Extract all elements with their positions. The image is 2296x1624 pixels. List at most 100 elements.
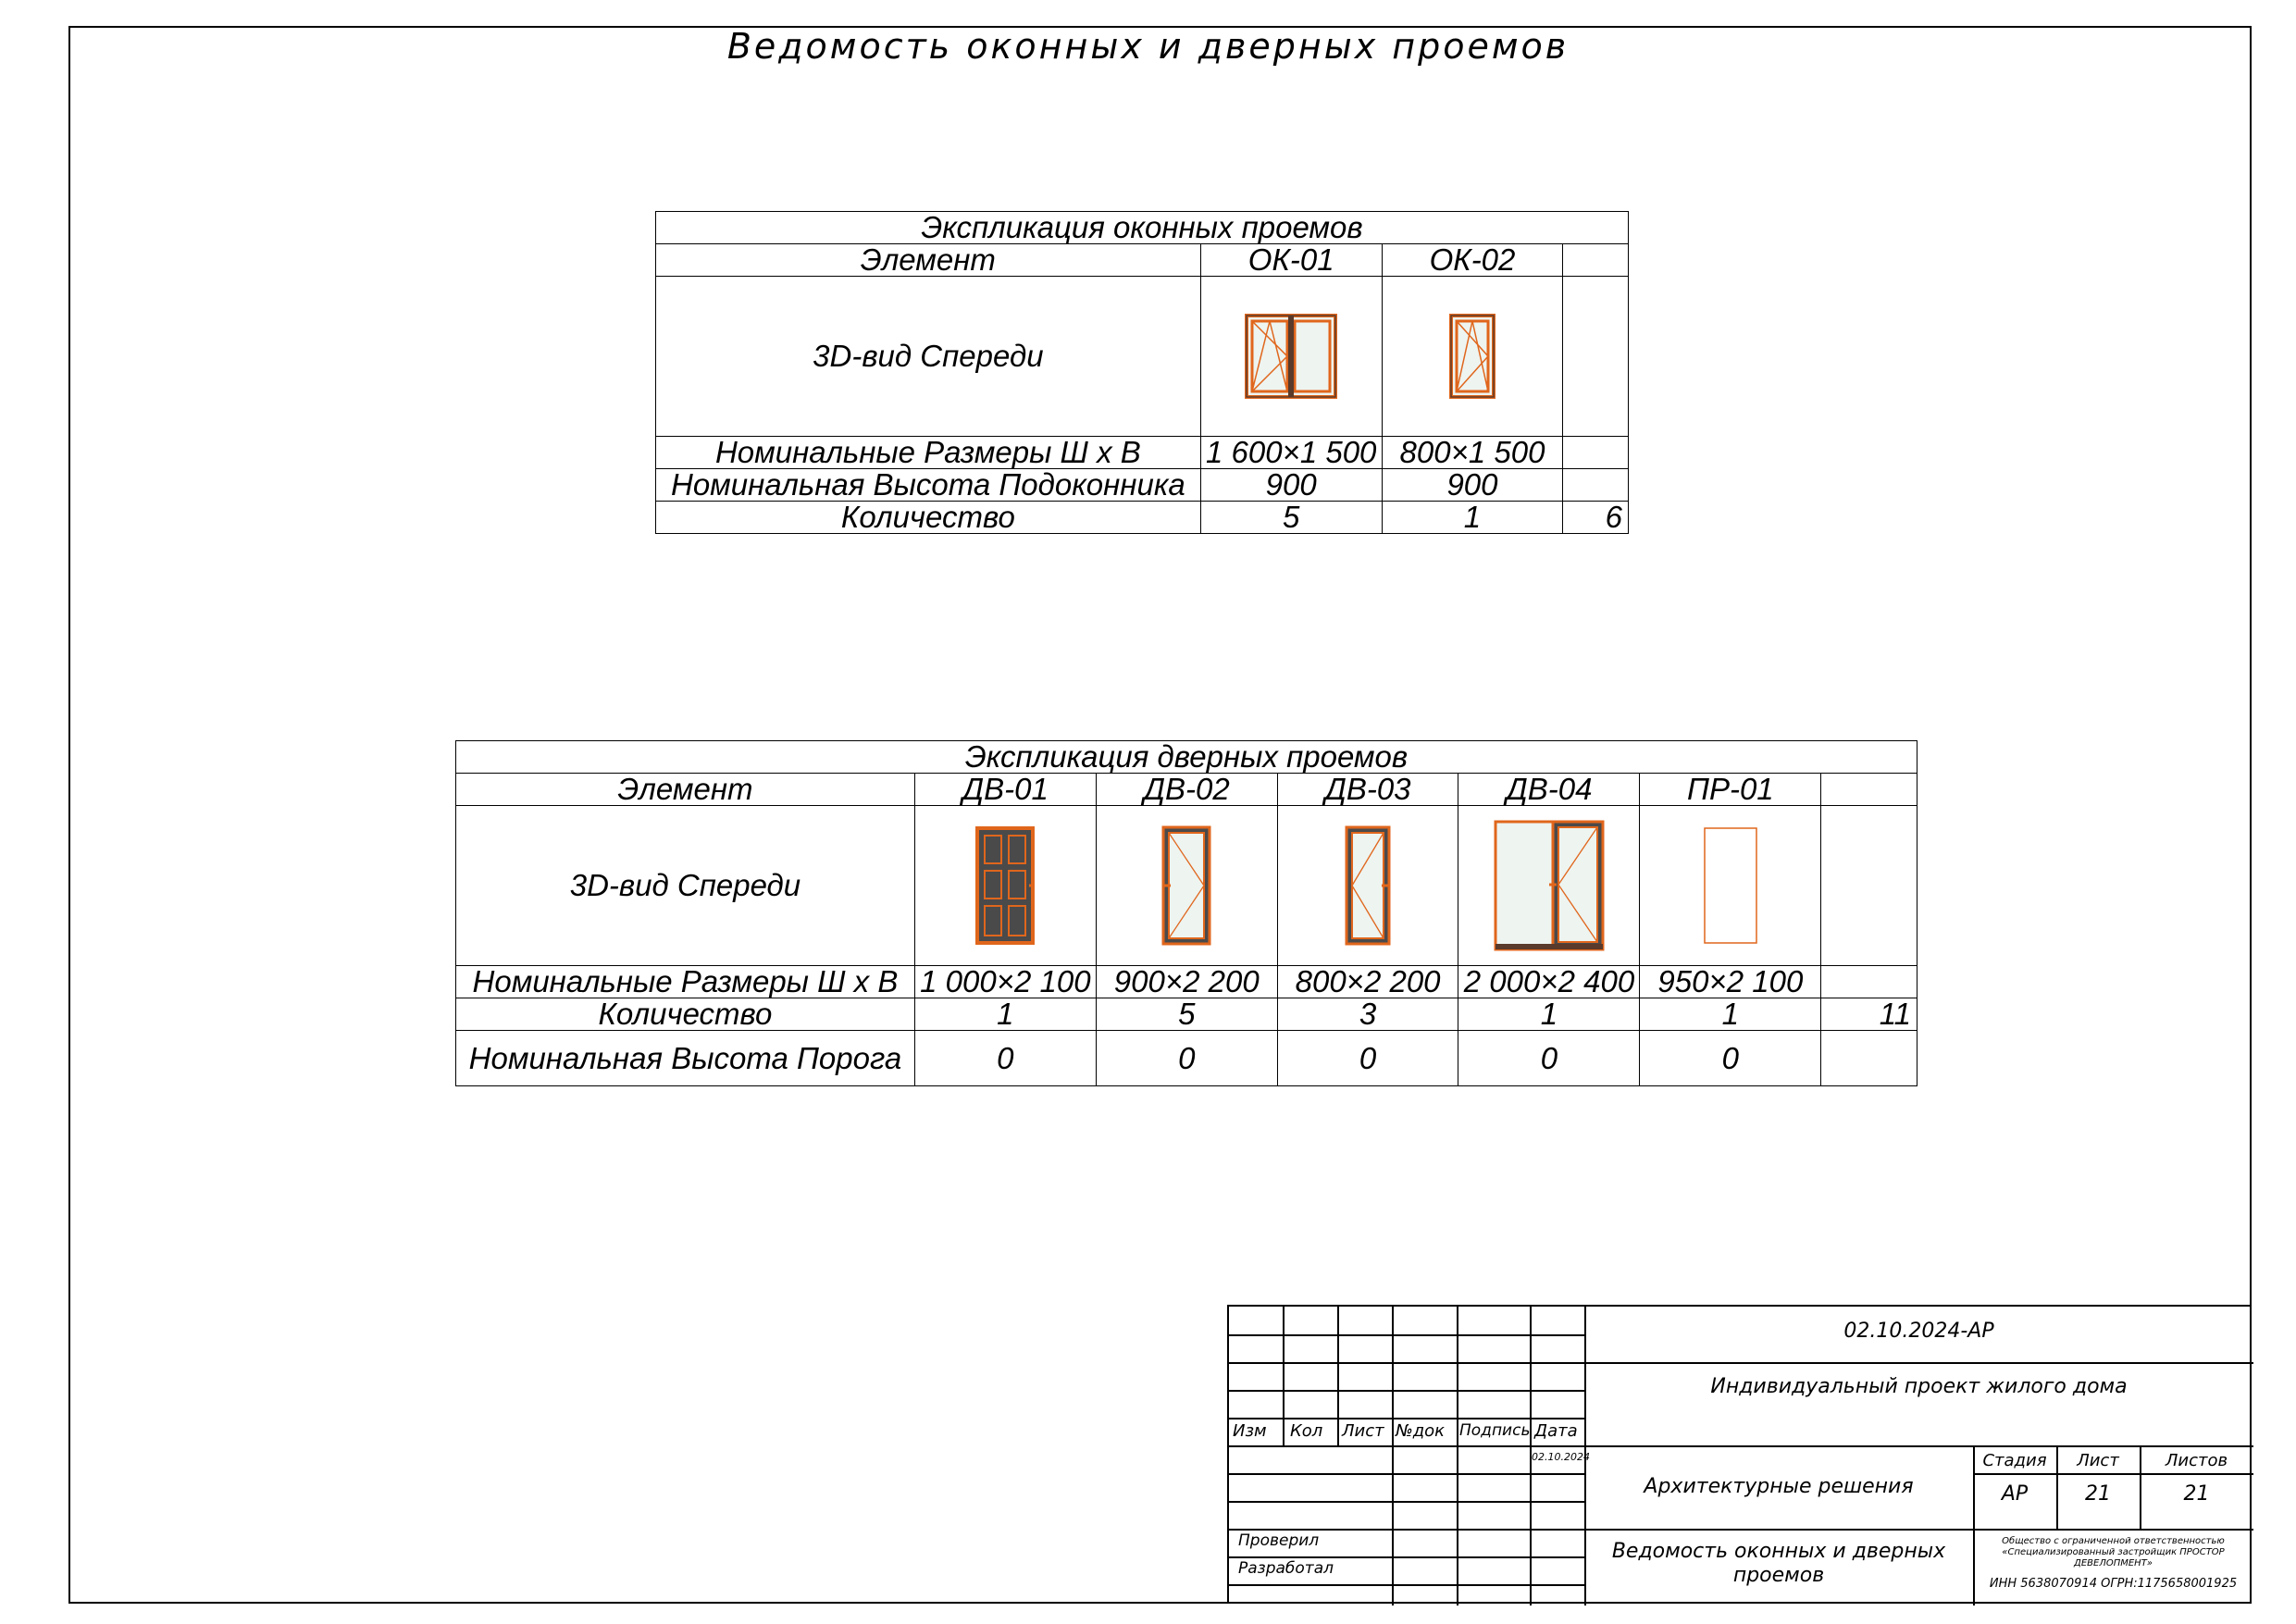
- empty-cell: [1562, 468, 1629, 502]
- row-label-size: Номинальные Размеры Ш х В: [655, 436, 1201, 469]
- grid-line: [1229, 1473, 1584, 1475]
- empty-cell: [1820, 805, 1917, 966]
- door-mark: ДВ-02: [1095, 773, 1278, 806]
- door-dv04-view: [1458, 805, 1641, 966]
- empty-cell: [1820, 965, 1917, 998]
- door-mark: ДВ-03: [1276, 773, 1459, 806]
- grid-line: [1229, 1445, 1584, 1447]
- grid-line: [1584, 1307, 1586, 1605]
- title-block: Изм Кол Лист №док Подпись Дата 02.10.202…: [1227, 1305, 2253, 1605]
- door-qty: 1: [1639, 998, 1822, 1031]
- grid-line: [1229, 1362, 1584, 1364]
- window-qty: 5: [1199, 501, 1383, 534]
- grid-line: [1337, 1307, 1339, 1445]
- row-label-qty: Количество: [655, 501, 1201, 534]
- door-size: 2 000×2 400: [1458, 965, 1641, 998]
- door-dv04-icon: [1494, 820, 1605, 951]
- grid-line: [1229, 1334, 1584, 1336]
- org-ids: ИНН 5638070914 ОГРН:1175658001925: [1989, 1577, 2238, 1591]
- window-ok01-view: [1199, 276, 1383, 437]
- grid-line: [1229, 1529, 1584, 1531]
- door-size: 1 000×2 100: [913, 965, 1097, 998]
- row-label-element: Элемент: [655, 243, 1201, 277]
- row-label-element: Элемент: [455, 773, 915, 806]
- window-sill: 900: [1199, 468, 1383, 502]
- grid-line: [1229, 1584, 1584, 1586]
- row-label-sill: Номинальная Высота Подоконника: [655, 468, 1201, 502]
- sheets-value: 21: [2183, 1482, 2210, 1506]
- org-line-2: «Специализированный застройщик ПРОСТОР: [2002, 1547, 2225, 1557]
- drawing-frame: [68, 26, 2252, 1604]
- door-dv01-view: [913, 805, 1097, 966]
- col-kol: Кол: [1290, 1421, 1323, 1441]
- door-qty: 3: [1276, 998, 1459, 1031]
- door-qty: 5: [1095, 998, 1278, 1031]
- col-data: Дата: [1534, 1421, 1578, 1441]
- door-pr01-view: [1639, 805, 1822, 966]
- checked-label: Проверил: [1238, 1531, 1320, 1550]
- sheet-title: Ведомость оконных и дверных проемов: [726, 26, 1570, 67]
- door-threshold: 0: [1639, 1030, 1822, 1086]
- grid-line: [1584, 1445, 2253, 1447]
- door-threshold: 0: [1458, 1030, 1641, 1086]
- window-schedule-title: Экспликация оконных проемов: [655, 211, 1629, 244]
- row-label-threshold: Номинальная Высота Порога: [455, 1030, 915, 1086]
- grid-line: [1973, 1473, 2253, 1475]
- door-dv03-view: [1276, 805, 1459, 966]
- door-threshold: 0: [1276, 1030, 1459, 1086]
- opening-pr01-icon: [1704, 827, 1757, 944]
- project-code: 02.10.2024-АР: [1843, 1320, 1994, 1343]
- door-dv01-icon: [975, 826, 1036, 945]
- grid-line: [1973, 1445, 1975, 1605]
- sheets-label: Листов: [2165, 1451, 2228, 1470]
- window-mark: ОК-01: [1199, 243, 1383, 277]
- row-label-qty: Количество: [455, 998, 915, 1031]
- row-label-view: 3D-вид Спереди: [455, 805, 915, 966]
- sheet-label: Лист: [2077, 1451, 2119, 1470]
- grid-line: [1229, 1418, 1584, 1419]
- door-schedule-title: Экспликация дверных проемов: [455, 740, 1917, 774]
- empty-cell: [1820, 1030, 1917, 1086]
- grid-line: [1457, 1307, 1458, 1605]
- window-size: 800×1 500: [1381, 436, 1564, 469]
- door-size: 950×2 100: [1639, 965, 1822, 998]
- window-ok02-view: [1381, 276, 1564, 437]
- sheet-value: 21: [2085, 1482, 2111, 1506]
- door-qty: 1: [1458, 998, 1641, 1031]
- developed-label: Разработал: [1238, 1559, 1334, 1578]
- door-size: 800×2 200: [1276, 965, 1459, 998]
- door-mark: ДВ-04: [1458, 773, 1641, 806]
- row-label-size: Номинальные Размеры Ш х В: [455, 965, 915, 998]
- empty-cell: [1820, 773, 1917, 806]
- door-size: 900×2 200: [1095, 965, 1278, 998]
- door-mark: ПР-01: [1639, 773, 1822, 806]
- window-sill: 900: [1381, 468, 1564, 502]
- window-qty: 1: [1381, 501, 1564, 534]
- stage-label: Стадия: [1982, 1451, 2047, 1470]
- org-line-1: Общество с ограниченной ответственностью: [2002, 1536, 2225, 1546]
- grid-line: [1229, 1390, 1584, 1392]
- door-qty: 1: [913, 998, 1097, 1031]
- grid-line: [1584, 1362, 2253, 1364]
- door-mark: ДВ-01: [913, 773, 1097, 806]
- window-total: 6: [1562, 501, 1629, 534]
- row-label-view: 3D-вид Спереди: [655, 276, 1201, 437]
- grid-line: [1283, 1307, 1285, 1445]
- stamp-date: 02.10.2024: [1532, 1451, 1590, 1463]
- grid-line: [1229, 1556, 1584, 1558]
- empty-cell: [1562, 276, 1629, 437]
- window-mark: ОК-02: [1381, 243, 1564, 277]
- col-ndok: №док: [1396, 1421, 1446, 1441]
- door-threshold: 0: [1095, 1030, 1278, 1086]
- window-schedule-table: Экспликация оконных проемов Элемент ОК-0…: [655, 211, 1629, 534]
- door-dv02-view: [1095, 805, 1278, 966]
- project-name: Индивидуальный проект жилого дома: [1710, 1375, 2128, 1398]
- window-ok01-icon: [1245, 314, 1338, 399]
- empty-cell: [1562, 243, 1629, 277]
- door-total: 11: [1820, 998, 1917, 1031]
- grid-line: [2140, 1445, 2141, 1529]
- col-izm: Изм: [1233, 1421, 1267, 1441]
- grid-line: [1584, 1529, 2253, 1531]
- grid-line: [1530, 1307, 1532, 1605]
- stage-value: АР: [2001, 1482, 2029, 1506]
